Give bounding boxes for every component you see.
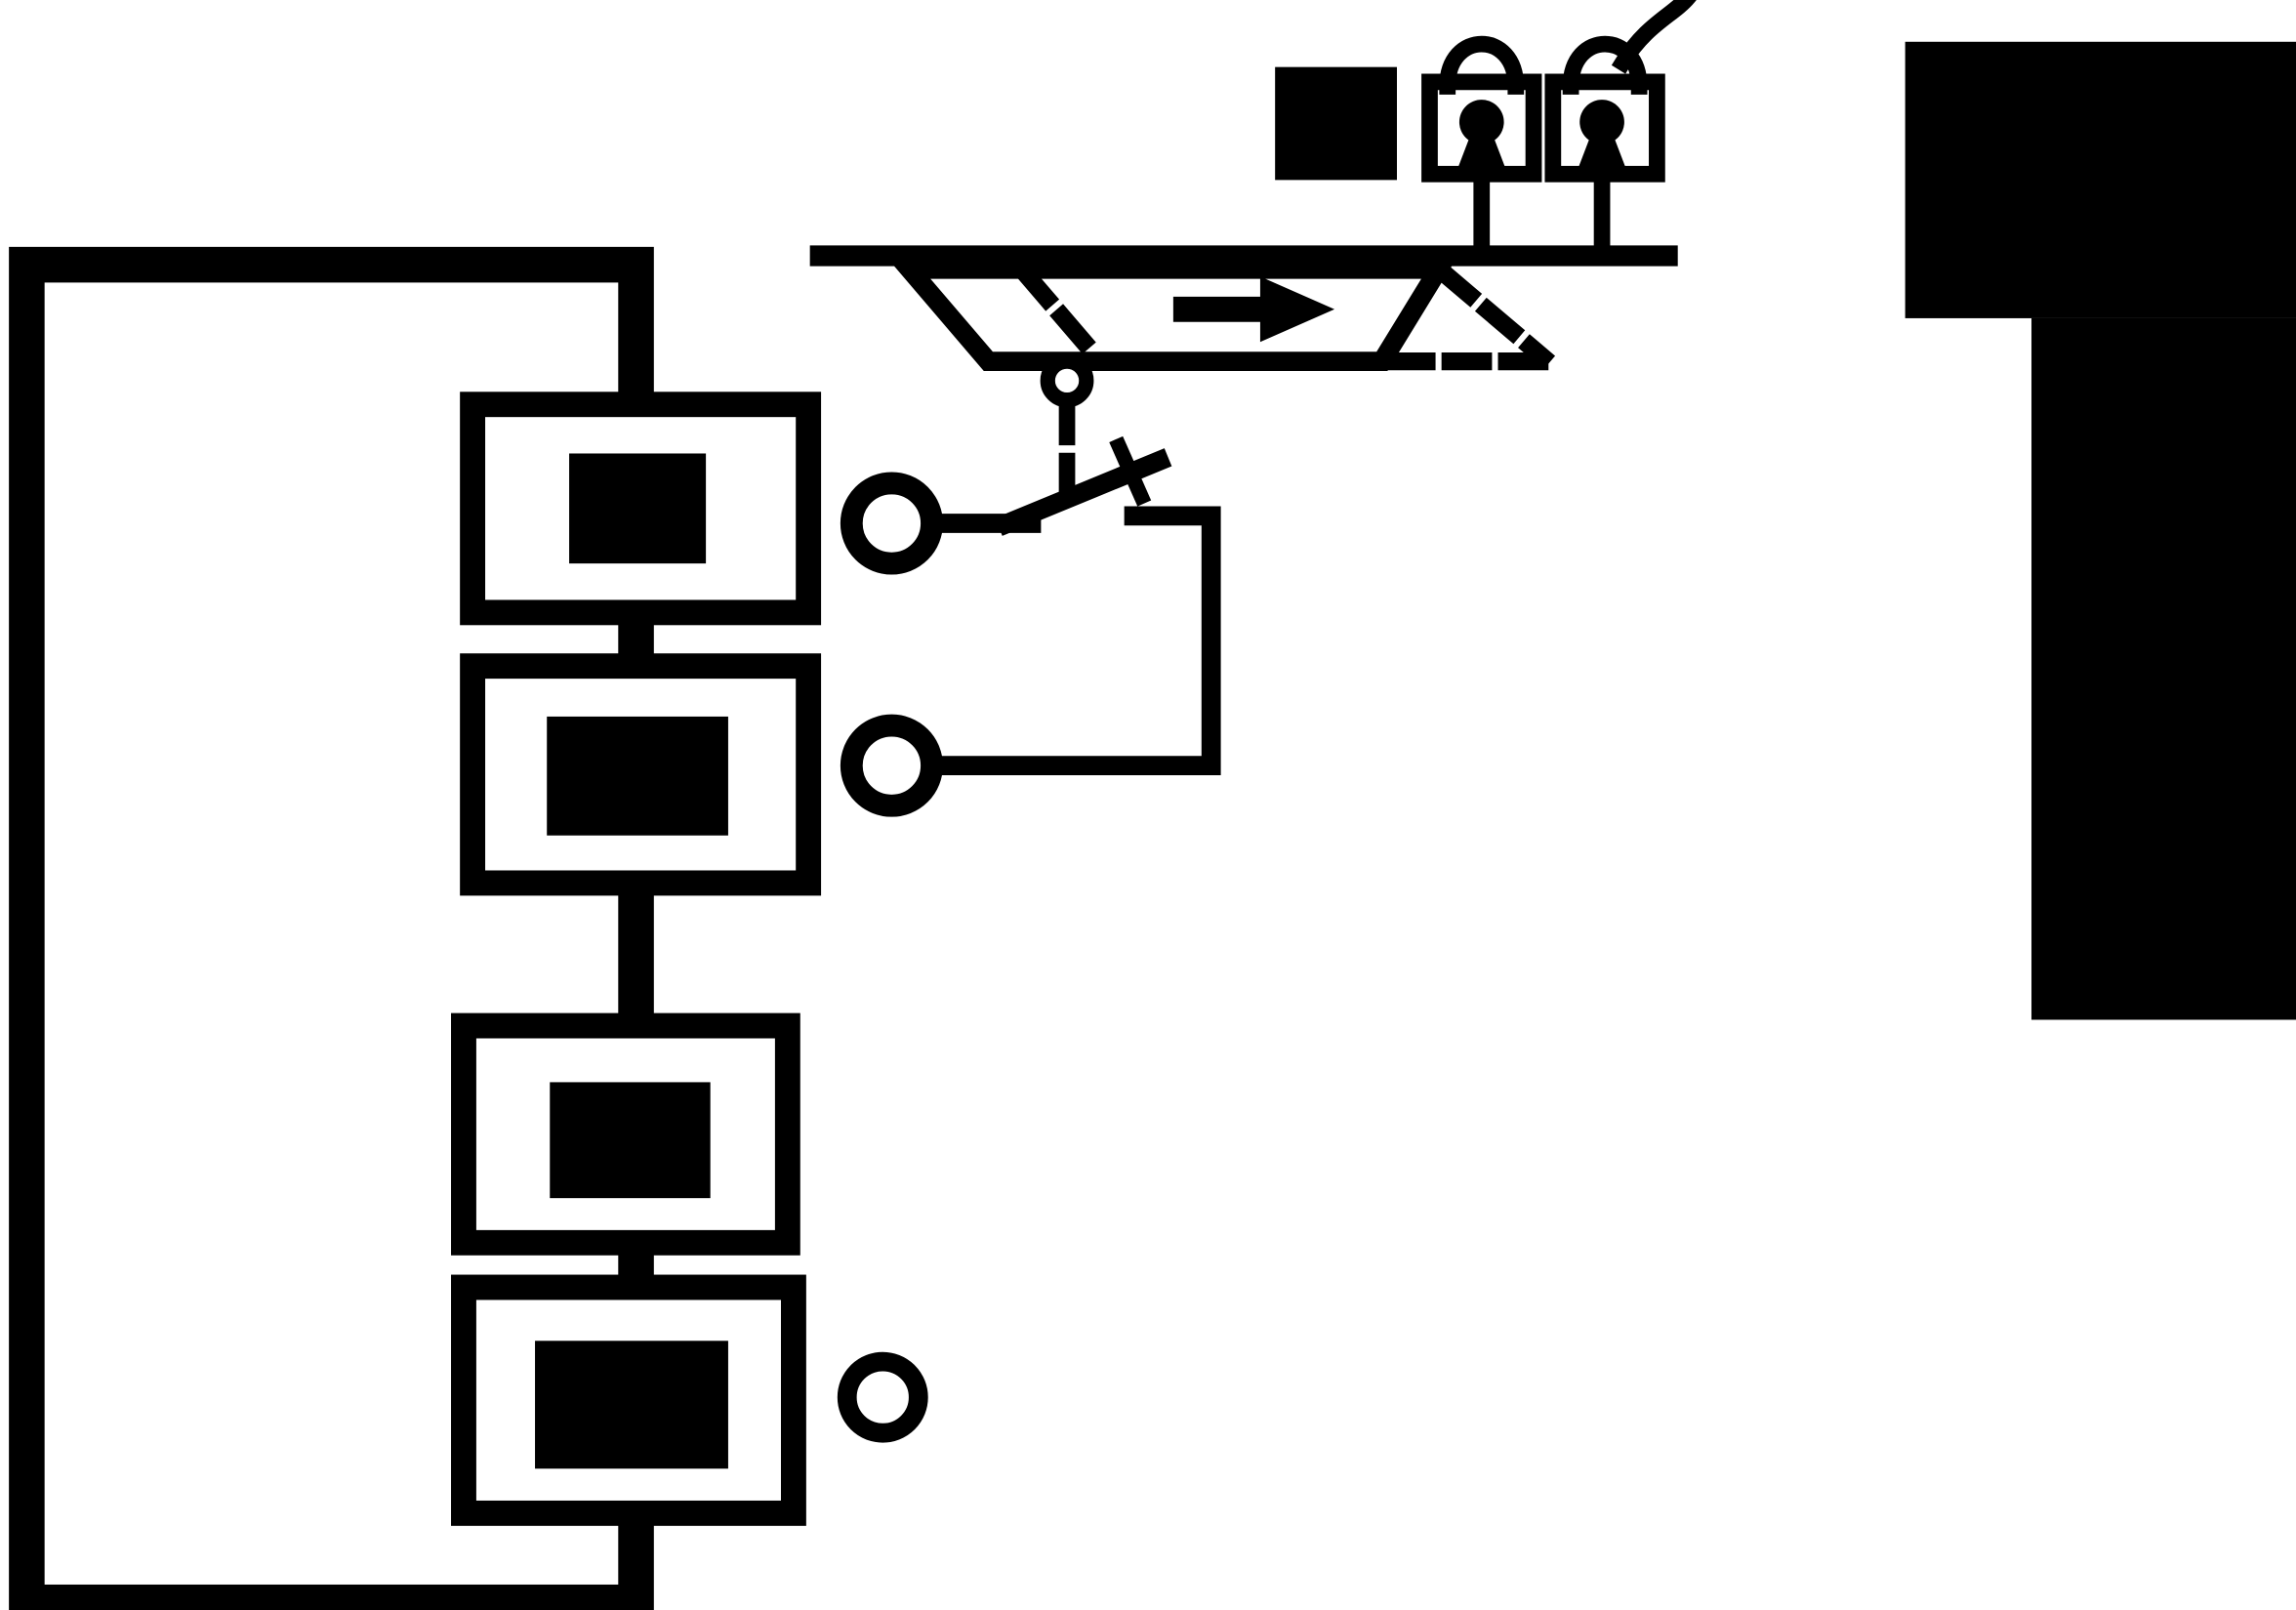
small-black-block	[1275, 66, 1397, 181]
dashed-lines	[1012, 261, 1558, 502]
terminal-circle-1	[840, 472, 943, 575]
padlock-2-keyhole-head	[1579, 100, 1624, 144]
platform-dashed-left-slant	[1012, 261, 1110, 370]
terminal-circle-2	[840, 714, 943, 817]
ink-layer	[9, 0, 2296, 1610]
component-box-2	[460, 653, 822, 896]
platform-dashed-right-slant	[1431, 261, 1556, 370]
component-box-2-core	[547, 716, 728, 836]
switch-return-wire	[923, 506, 1221, 776]
component-box-1	[460, 392, 822, 626]
padlock-1-keyhole-body	[1457, 137, 1506, 169]
padlock-1-keyhole-head	[1458, 100, 1504, 144]
padlock-2-shackle-arc	[1562, 35, 1648, 95]
redaction-block-top-right	[1905, 41, 2296, 318]
component-box-3-core	[550, 1082, 711, 1199]
padlock-2-keyhole-body	[1578, 137, 1626, 169]
circuit-loop-outline	[9, 246, 654, 1610]
redaction-block-right	[2031, 317, 2296, 1020]
wires	[809, 0, 1697, 776]
link-pivot-circle	[1040, 353, 1094, 408]
terminal-circle-3	[837, 1351, 928, 1443]
component-box-1-core	[569, 453, 707, 564]
component-box-4-core	[535, 1341, 728, 1469]
switch-contact-tick	[1109, 435, 1152, 507]
component-box-3	[451, 1012, 800, 1256]
filled-shapes	[535, 41, 2296, 1469]
padlock-1-shackle-arc	[1439, 35, 1525, 95]
direction-arrow-head	[1259, 276, 1335, 343]
padlock-2-cable-curve	[1611, 0, 1697, 74]
